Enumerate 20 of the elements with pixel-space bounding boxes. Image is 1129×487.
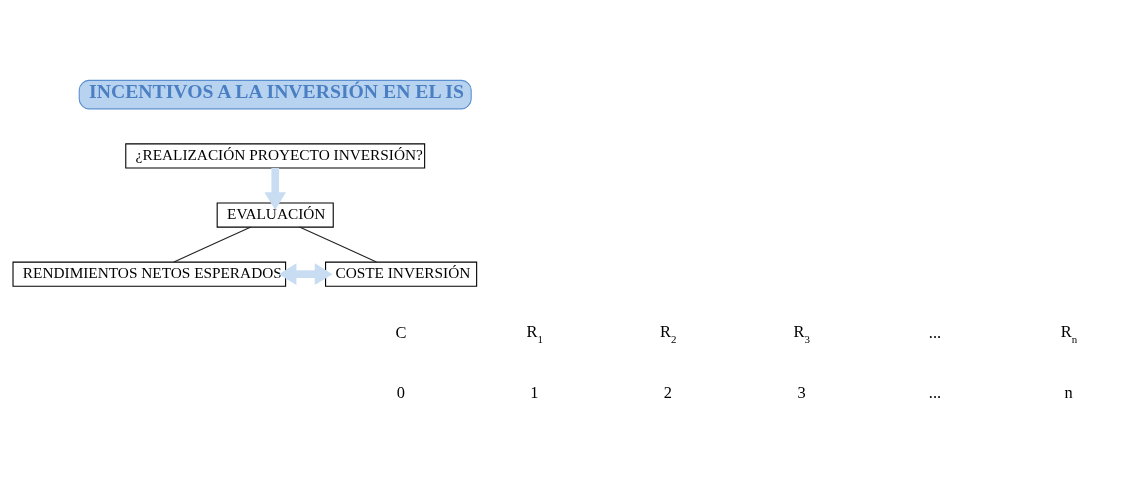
node-box: RENDIMIENTOS NETOS ESPERADOS	[12, 261, 287, 287]
label: R$_{n}$	[1060, 321, 1078, 345]
label: C	[395, 322, 407, 342]
node-box: EVALUACIÓN	[216, 202, 334, 228]
label: 2	[663, 382, 673, 402]
label: n	[1064, 382, 1073, 402]
label: 1	[530, 382, 539, 402]
connector	[298, 226, 377, 263]
label: R$_{3}$	[793, 321, 810, 345]
label: ...	[928, 322, 942, 342]
node-box: ¿REALIZACIÓN PROYECTO INVERSIÓN?	[125, 143, 426, 169]
node-box: COSTE INVERSIÓN	[325, 261, 478, 287]
label: ...	[928, 382, 942, 402]
label: R$_{2}$	[660, 321, 677, 345]
label: 0	[396, 382, 405, 402]
label: 3	[797, 382, 806, 402]
label: R$_{1}$	[526, 321, 543, 345]
node-box: INCENTIVOS A LA INVERSIÓN EN EL IS	[78, 79, 472, 110]
connector	[173, 226, 252, 263]
arrow	[278, 263, 333, 285]
